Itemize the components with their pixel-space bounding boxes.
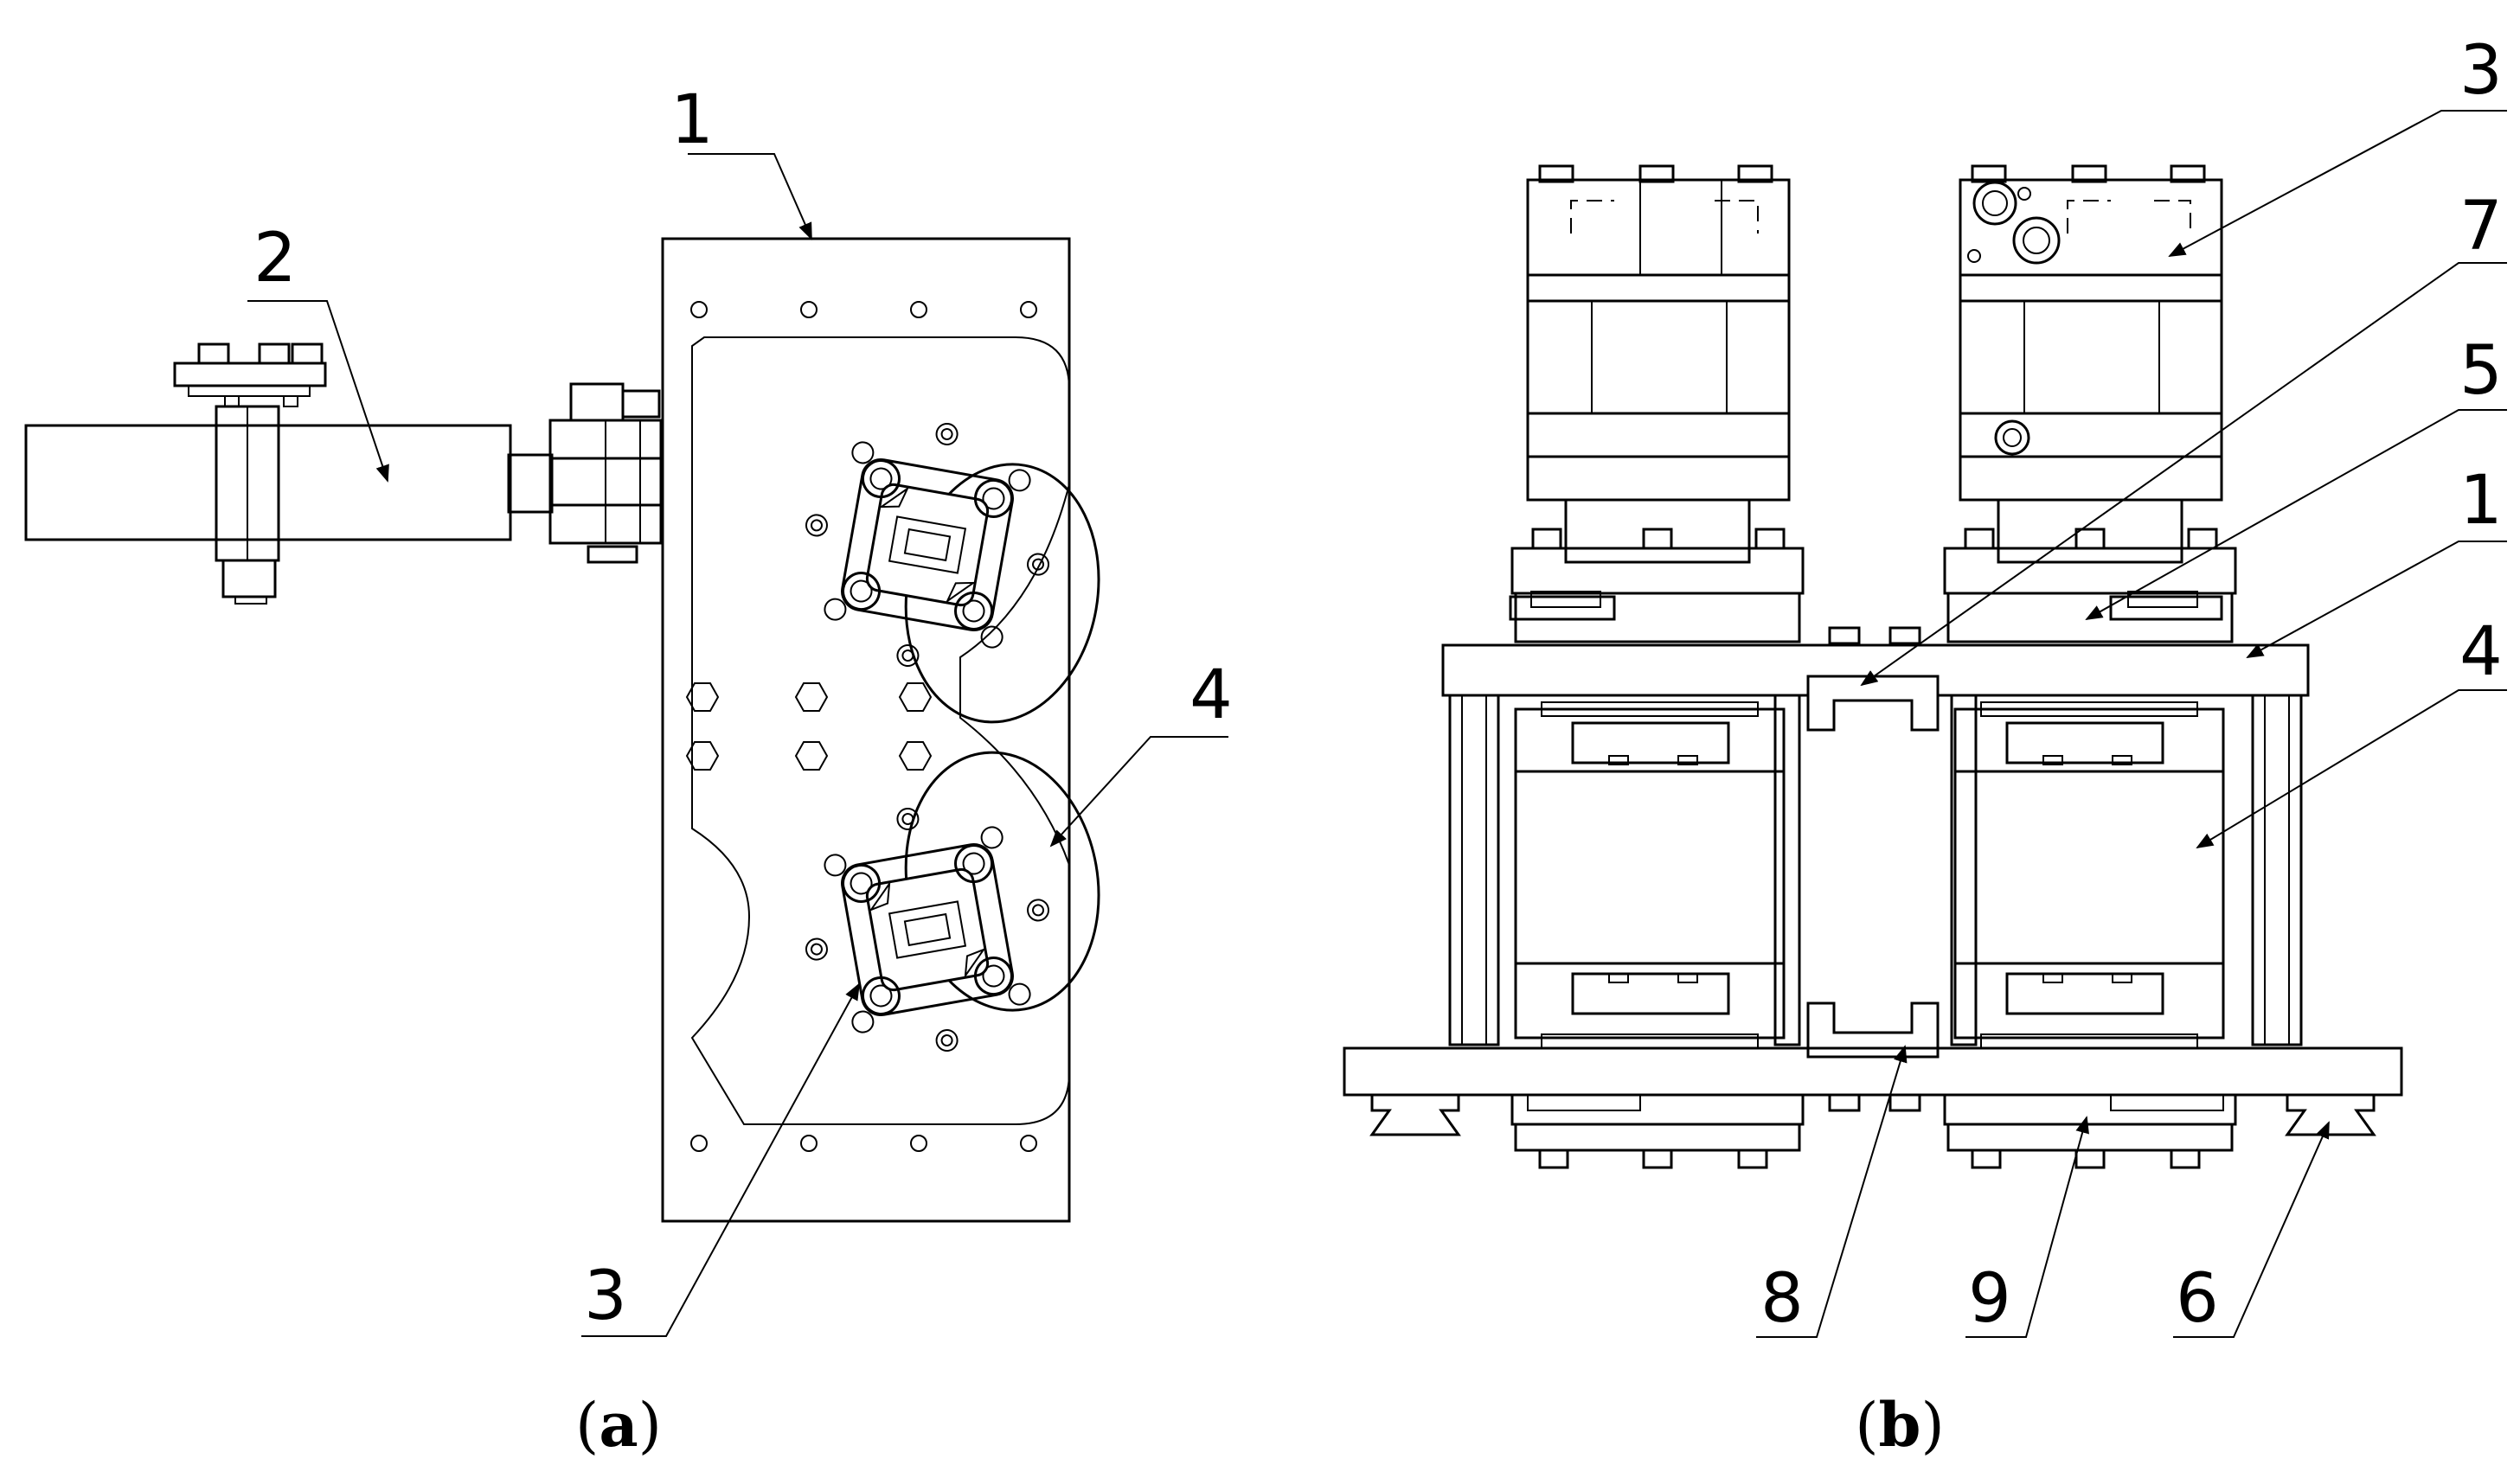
bottom-plate xyxy=(1343,1046,2403,1097)
panel-a-drawing xyxy=(24,237,1100,1223)
callout-b-5: 5 xyxy=(2459,332,2503,410)
upper-motor-head xyxy=(783,400,1100,724)
callout-b-8: 8 xyxy=(1760,1260,1804,1338)
callout-a-1: 1 xyxy=(670,81,714,159)
lower-clamp xyxy=(1806,1001,1940,1059)
caption-b: (b) xyxy=(1855,1389,1945,1461)
callout-b-7: 7 xyxy=(2459,188,2503,266)
callout-a-4: 4 xyxy=(1189,656,1233,734)
callout-b-3: 3 xyxy=(2459,32,2503,110)
right-guide-slide xyxy=(2285,1093,2376,1136)
left-motor-stack xyxy=(1509,164,1805,643)
panel-a-callouts: 1 2 4 3 xyxy=(247,81,1233,1337)
caption-a: (a) xyxy=(575,1389,662,1461)
right-motor-stack xyxy=(1943,164,2237,643)
lower-motor-head xyxy=(783,751,1100,1074)
callout-b-9: 9 xyxy=(1968,1260,2011,1338)
right-roller xyxy=(1953,701,2225,1049)
callout-a-3: 3 xyxy=(584,1257,627,1335)
cylinder-assembly xyxy=(24,342,554,605)
upper-clamp xyxy=(1806,675,1940,732)
clevis-joint xyxy=(548,382,663,564)
callout-b-6: 6 xyxy=(2176,1260,2219,1338)
callout-a-2: 2 xyxy=(253,220,297,298)
left-roller xyxy=(1514,701,1786,1049)
callout-b-4: 4 xyxy=(2459,613,2503,691)
mounting-plate xyxy=(661,237,1071,1223)
panel-b-drawing xyxy=(1343,164,2403,1169)
panel-b-callouts: 3 7 5 1 4 8 9 6 xyxy=(1756,32,2507,1338)
callout-b-1: 1 xyxy=(2459,462,2503,540)
left-guide-slide xyxy=(1369,1093,1461,1136)
